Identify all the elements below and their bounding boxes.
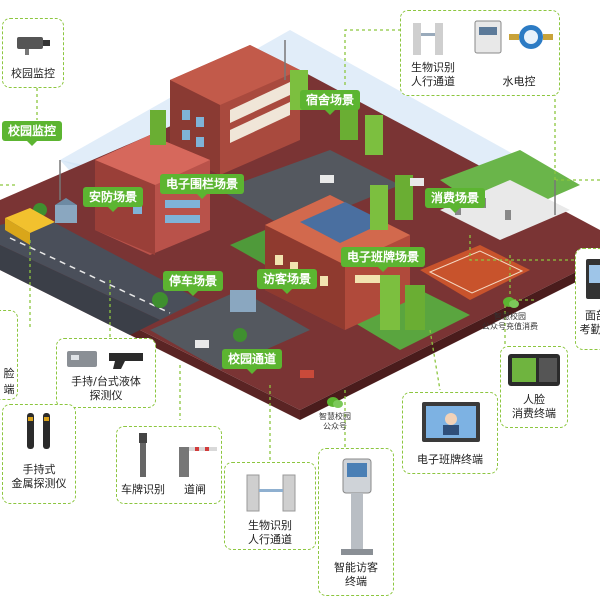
scene-tag-e-fence: 电子围栏场景 xyxy=(160,174,245,199)
connector-lines xyxy=(0,29,600,460)
sports-court xyxy=(420,245,530,300)
device-card-face-terminal: 人脸 消费终端 xyxy=(500,346,568,428)
scene-tag-consumption: 消费场景 xyxy=(425,188,486,213)
device-card-face-attendance: 面部 考勤智 xyxy=(575,248,600,350)
scene-tag-security: 安防场景 xyxy=(83,187,144,212)
device-label: 生物识别 xyxy=(411,61,455,74)
wechat-pay-label-2: 公众号充值消费 xyxy=(482,322,538,331)
water-meter-icon xyxy=(509,25,553,49)
device-card-campus-monitor: 校园监控 xyxy=(2,18,64,88)
device-label: 人行通道 xyxy=(248,533,292,546)
device-card-plate-barrier: 车牌识别 道闸 xyxy=(116,426,222,504)
device-card-metal-detector: 手持式 金属探测仪 xyxy=(2,404,76,504)
device-label: 电子班牌终端 xyxy=(417,453,483,466)
device-label: 端 xyxy=(3,383,15,396)
device-label: 探测仪 xyxy=(89,389,123,402)
turnstile-gate-icon xyxy=(246,474,296,512)
e-classboard-screen-icon xyxy=(422,402,480,442)
device-card-smart-visitor: 智能访客 终端 xyxy=(318,448,394,596)
plate-camera-pole-icon xyxy=(139,433,147,477)
wechat-pay-label-1: 智慧校园 xyxy=(494,312,526,321)
face-attendance-device-icon xyxy=(586,259,600,299)
metal-detector-wand-icon xyxy=(27,413,50,449)
face-payment-terminal-icon xyxy=(508,354,560,386)
barrier-gate-icon xyxy=(179,447,217,477)
school-bus xyxy=(5,208,55,233)
wechat-account-label-1: 智慧校园 xyxy=(319,412,351,421)
scene-tag-campus-monitor: 校园监控 xyxy=(2,121,63,146)
device-label: 人行通道 xyxy=(411,75,455,88)
device-label: 水电控 xyxy=(502,75,536,88)
cctv-camera-icon xyxy=(17,37,50,55)
device-label: 面部 xyxy=(585,309,600,322)
device-label: 手持/台式液体 xyxy=(71,375,141,388)
road xyxy=(0,215,200,320)
scene-tag-dorm: 宿舍场景 xyxy=(300,90,361,115)
device-label: 校园监控 xyxy=(11,67,55,80)
device-card-liquid-detector: 手持/台式液体 探测仪 xyxy=(56,338,156,408)
device-label: 手持式 xyxy=(22,463,56,476)
scene-tag-campus-passage: 校园通道 xyxy=(222,349,283,374)
device-label: 终端 xyxy=(345,575,367,588)
device-label: 车牌识别 xyxy=(121,483,165,496)
turnstile-gate-icon xyxy=(413,23,443,55)
device-label: 人脸 xyxy=(523,393,545,406)
scene-tag-parking: 停车场景 xyxy=(163,271,224,296)
device-label: 金属探测仪 xyxy=(11,477,67,490)
device-card-left-cut: 脸 端 xyxy=(0,310,18,400)
electric-meter-icon xyxy=(474,20,502,54)
device-label: 道闸 xyxy=(184,483,206,496)
device-card-e-classboard: 电子班牌终端 xyxy=(402,392,498,474)
device-label: 脸 xyxy=(3,367,15,380)
liquid-detector-icon xyxy=(67,351,143,369)
device-label: 消费终端 xyxy=(512,407,556,420)
device-card-bio-passage: 生物识别 人行通道 xyxy=(224,462,316,550)
wechat-icon xyxy=(327,397,343,408)
device-label: 智能访客 xyxy=(334,561,378,574)
scene-tag-visitor: 访客场景 xyxy=(257,269,318,294)
scene-tag-e-classboard: 电子班牌场景 xyxy=(341,247,426,272)
device-card-top-passage-meters: 生物识别 人行通道 水电控 xyxy=(400,10,560,96)
device-label: 生物识别 xyxy=(248,519,292,532)
wechat-account-label-2: 公众号 xyxy=(323,422,347,431)
device-label: 考勤智 xyxy=(579,323,600,336)
visitor-kiosk-icon xyxy=(341,458,373,555)
wechat-icon xyxy=(503,297,519,308)
